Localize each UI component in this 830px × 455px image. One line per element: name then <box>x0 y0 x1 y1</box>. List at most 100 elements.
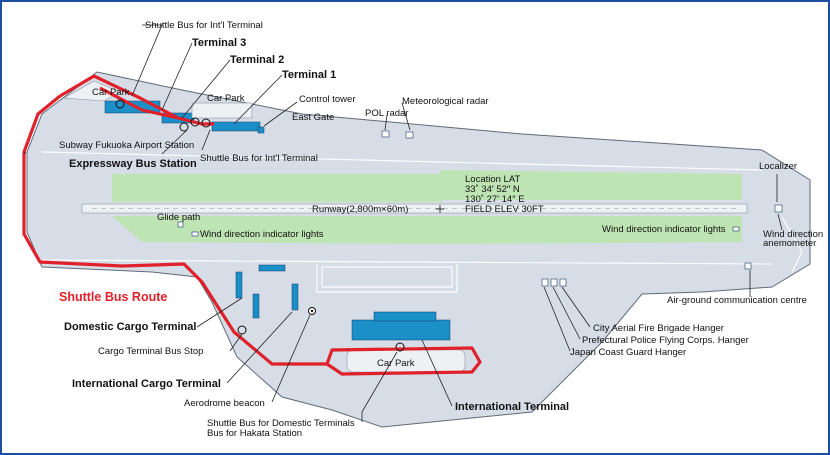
label-air-ground: Air-ground communication centre <box>667 295 807 306</box>
label-expressway-bus: Expressway Bus Station <box>69 158 197 170</box>
label-intl-cargo: International Cargo Terminal <box>72 378 221 390</box>
label-localizer: Localizer <box>759 161 797 172</box>
control-tower-building <box>257 126 265 134</box>
label-prefectural-police: Prefectural Police Flying Corps. Hanger <box>582 335 749 346</box>
international-terminal-wing <box>373 311 437 322</box>
leader-line <box>271 314 311 403</box>
leader-line <box>229 333 243 352</box>
taxiway <box>781 216 803 273</box>
pol-radar-building <box>381 130 390 138</box>
hanger-building <box>541 278 549 287</box>
cargo-building <box>252 293 260 319</box>
label-control-tower: Control tower <box>299 94 356 105</box>
bus-stop-icon <box>115 99 125 109</box>
label-location-3: 130˚ 27′ 14″ E <box>465 194 525 205</box>
shuttle-route <box>22 94 327 366</box>
leader-line <box>161 42 193 111</box>
label-car-park-left: Car Park <box>92 87 130 98</box>
label-location-2: 33˚ 34′ 52″ N <box>465 184 520 195</box>
taxiway <box>321 266 453 288</box>
leader-line <box>561 286 591 328</box>
leader-line <box>777 213 783 231</box>
grass-area <box>440 216 742 244</box>
cargo-building <box>291 283 299 311</box>
airport-ground <box>26 71 811 428</box>
leader-line <box>226 311 293 384</box>
bus-stop-icon <box>179 122 189 132</box>
leader-line <box>384 114 388 131</box>
label-intl-terminal: International Terminal <box>455 401 569 413</box>
cargo-building <box>258 264 286 272</box>
label-cargo-bus-stop: Cargo Terminal Bus Stop <box>98 346 203 357</box>
label-shuttle-domestic-1: Shuttle Bus for Domestic Terminals <box>207 418 355 429</box>
label-east-gate: East Gate <box>292 112 334 123</box>
wind-left-marker <box>191 231 199 237</box>
taxiway <box>41 259 773 265</box>
bus-stop-icon <box>395 342 405 352</box>
label-wind-right: Wind direction indicator lights <box>602 224 726 235</box>
label-wind-anemometer-1: Wind direction <box>763 229 823 240</box>
label-runway: Runway(2,800m×60m) <box>312 204 408 215</box>
grass-area <box>562 182 602 192</box>
leader-line <box>23 151 27 155</box>
leader-line <box>181 59 231 119</box>
shuttle-route <box>59 74 214 126</box>
leader-line <box>401 102 411 131</box>
label-city-fire: City Aerial Fire Brigade Hanger <box>593 323 724 334</box>
label-meteorological-radar: Meteorological radar <box>402 96 489 107</box>
cargo-building <box>235 271 243 299</box>
label-wind-left: Wind direction indicator lights <box>200 229 324 240</box>
wind-right-marker <box>732 226 740 232</box>
leader-line <box>161 129 188 155</box>
label-location-1: Location LAT <box>465 174 520 185</box>
air-ground-building <box>744 262 752 270</box>
label-coast-guard: Japan Coast Guard Hanger <box>570 347 686 358</box>
label-shuttle-domestic-2: Bus for Hakata Station <box>207 428 302 439</box>
aerodrome-beacon-dot <box>310 309 314 313</box>
label-shuttle-intl-top: Shuttle Bus for Int'l Terminal <box>145 20 263 31</box>
label-shuttle-route: Shuttle Bus Route <box>59 290 167 304</box>
glide-path-marker <box>177 221 184 228</box>
runway-strip <box>81 203 748 214</box>
label-glide-path: Glide path <box>157 212 200 223</box>
leader-line <box>201 129 211 151</box>
bus-stop-icon <box>201 118 211 128</box>
terminal-1-building <box>211 121 261 132</box>
label-domestic-cargo: Domestic Cargo Terminal <box>64 321 196 333</box>
leader-line <box>131 24 163 97</box>
international-terminal-building <box>351 319 451 341</box>
label-terminal-1: Terminal 1 <box>282 69 336 81</box>
label-terminal-3: Terminal 3 <box>192 37 246 49</box>
label-car-park-mid: Car Park <box>207 93 245 104</box>
label-wind-anemometer-2: anemometer <box>763 238 816 249</box>
meteorological-radar-building <box>405 131 414 139</box>
taxiway <box>41 151 763 171</box>
label-location-4: FIELD ELEV 30FT <box>465 204 544 215</box>
label-subway-station: Subway Fukuoka Airport Station <box>59 140 194 151</box>
car-park-left <box>62 80 121 102</box>
leader-line <box>543 286 571 352</box>
leader-line <box>552 286 581 340</box>
leader-line <box>263 101 298 127</box>
shuttle-route <box>325 346 482 376</box>
grass-area <box>112 174 442 202</box>
leader-line <box>421 339 453 407</box>
label-terminal-2: Terminal 2 <box>230 54 284 66</box>
label-pol-radar: POL radar <box>365 108 408 119</box>
car-park-mid <box>191 102 253 119</box>
taxiway <box>316 264 458 293</box>
leader-line <box>361 351 398 422</box>
leader-line <box>196 297 243 328</box>
bus-stop-icon <box>190 117 200 127</box>
grass-area <box>112 216 442 244</box>
shuttle-route <box>99 86 179 120</box>
hanger-building <box>559 278 567 287</box>
label-car-park-bottom: Car Park <box>377 358 415 369</box>
label-aerodrome-beacon: Aerodrome beacon <box>184 398 265 409</box>
label-shuttle-intl-mid: Shuttle Bus for Int'l Terminal <box>200 153 318 164</box>
hanger-building <box>550 278 558 287</box>
localizer-box <box>774 204 783 213</box>
leader-line <box>233 74 283 125</box>
